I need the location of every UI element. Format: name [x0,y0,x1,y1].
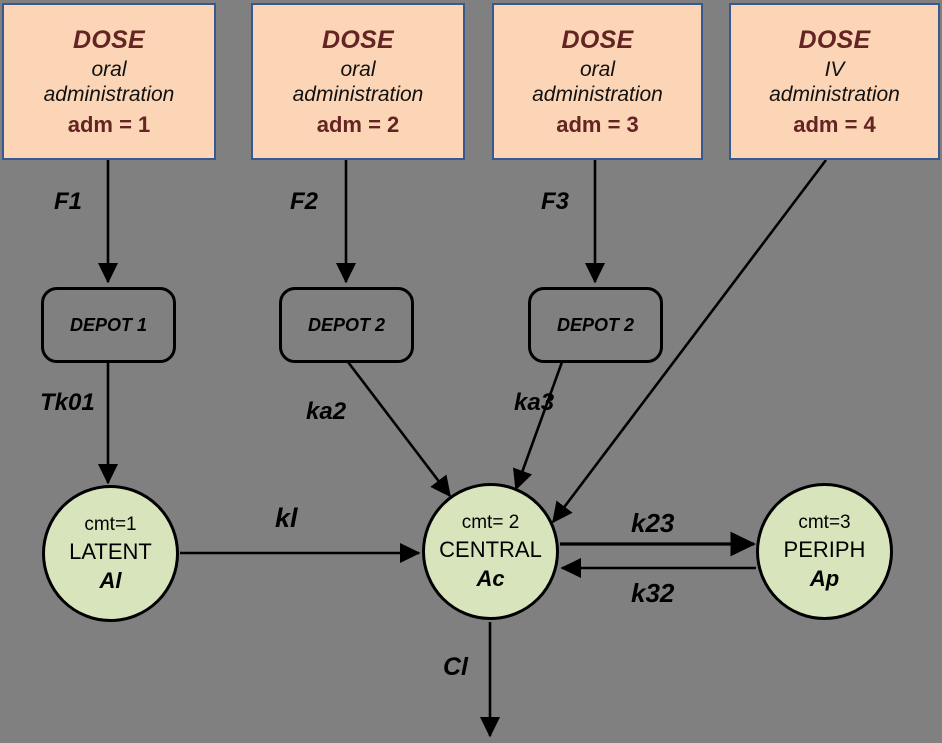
dose-title: DOSE [72,25,146,54]
compartment-cmt-id: cmt=3 [798,511,851,533]
depot-label: DEPOT 2 [556,314,635,335]
edge-label-f1: F1 [54,188,83,215]
depot-label: DEPOT 2 [307,314,386,335]
compartment-variable: Ac [476,565,505,591]
edge-label-kl: kl [275,503,298,533]
compartment-variable: Al [99,567,122,593]
dose-admin-word: administration [532,82,663,106]
edge-ka2 [346,361,452,498]
compartment-periph[interactable]: cmt=3 PERIPH Ap [756,483,893,620]
edge-label-ka2: ka2 [306,398,347,425]
edge-label-f2: F2 [290,188,319,215]
edge-label-k23: k23 [631,508,675,538]
compartment-variable: Ap [809,565,840,591]
edge-label-f3: F3 [541,188,570,215]
dose-route: oral [91,58,127,81]
edge-label-tk01: Tk01 [40,389,95,416]
dose-route: oral [340,58,376,81]
edge-label-k32: k32 [631,578,675,608]
dose-admin-word: administration [43,82,175,106]
dose-box-1[interactable]: DOSE oral administration adm = 1 [2,3,216,160]
dose-admin-word: administration [292,82,424,106]
dose-title: DOSE [561,25,634,54]
depot-box-2[interactable]: DEPOT 2 [279,287,414,363]
dose-adm-code: adm = 3 [556,111,639,137]
dose-admin-word: administration [769,82,900,106]
compartment-name: PERIPH [783,537,866,563]
edge-ka3 [513,361,564,491]
compartment-latent[interactable]: cmt=1 LATENT Al [42,485,179,622]
depot-label: DEPOT 1 [69,314,148,335]
dose-box-3[interactable]: DOSE oral administration adm = 3 [492,3,703,160]
dose-box-2[interactable]: DOSE oral administration adm = 2 [251,3,465,160]
depot-box-1[interactable]: DEPOT 1 [41,287,176,363]
compartment-name: CENTRAL [439,537,542,563]
depot-box-3[interactable]: DEPOT 2 [528,287,663,363]
dose-adm-code: adm = 4 [793,111,876,137]
edge-label-ka3: ka3 [514,389,555,416]
compartment-central[interactable]: cmt= 2 CENTRAL Ac [422,483,559,620]
dose-box-4[interactable]: DOSE IV administration adm = 4 [729,3,940,160]
dose-adm-code: adm = 1 [67,111,151,137]
dose-title: DOSE [798,25,871,54]
dose-route: oral [579,58,616,81]
edge-label-cl: Cl [443,653,468,681]
compartment-cmt-id: cmt=1 [84,513,137,535]
compartment-name: LATENT [69,539,152,565]
compartment-cmt-id: cmt= 2 [461,511,520,533]
dose-adm-code: adm = 2 [316,111,400,137]
dose-title: DOSE [321,25,395,54]
dose-route: IV [824,58,845,81]
